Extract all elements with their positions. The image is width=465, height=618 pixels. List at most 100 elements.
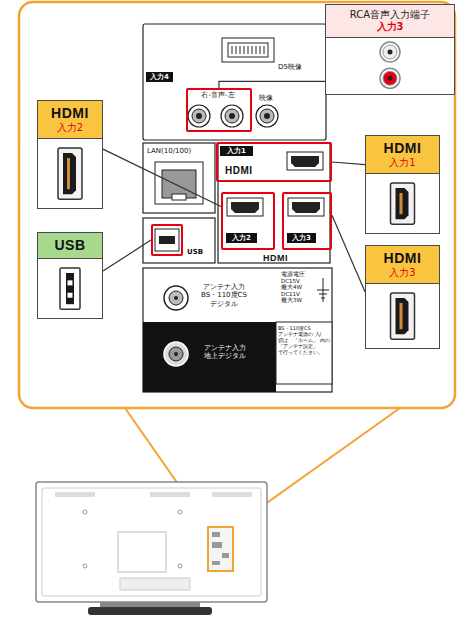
callout-subtitle: 入力1 (389, 157, 415, 169)
tv-screw (178, 564, 182, 568)
antenna-jack-ring (169, 291, 183, 305)
port-highlight: 入力1HDMI (216, 142, 332, 182)
callout-subtitle: 入力2 (57, 122, 83, 134)
usb-port-slot (159, 236, 175, 244)
hdmi-port-slot (396, 188, 409, 219)
rca-jack-ring (383, 45, 397, 59)
leader-line (103, 149, 221, 206)
hdmi-port-pins (400, 303, 403, 329)
callout-icon (38, 259, 102, 318)
hdmi-port-slot (63, 153, 76, 194)
tv-mount (118, 532, 166, 572)
callout-header: HDMI入力2 (38, 101, 102, 139)
usb-port-contact (68, 293, 73, 298)
port-label: D5映像 (278, 63, 302, 71)
callout-title: RCA音声入力端子 (350, 9, 430, 21)
callout-subtitle: 入力3 (389, 267, 415, 279)
port-caption: 入力3 (287, 233, 316, 243)
lan-jack (155, 162, 203, 204)
callout-header: HDMI入力3 (366, 246, 439, 284)
callout-box: HDMI入力2 (37, 100, 103, 209)
d5-connector (222, 38, 274, 62)
callout-header: USB (38, 233, 102, 259)
tv-terminal-area (208, 527, 233, 571)
tv-screw (83, 510, 87, 514)
hdmi-port-icon (391, 183, 415, 224)
antenna-jack-pin (174, 296, 178, 300)
terrestrial-panel (143, 322, 276, 392)
callout-subtitle: 入力3 (377, 21, 404, 33)
usb-port-contact (68, 280, 73, 285)
rca-jack-pin (229, 113, 235, 119)
tv-vent (150, 492, 190, 497)
lan-section (143, 143, 215, 213)
usb-port-slot (66, 273, 74, 304)
note-box (276, 322, 332, 384)
port-highlight: USB (151, 224, 183, 256)
hdmi-port-slot (396, 298, 409, 334)
hdmi-port (287, 152, 323, 170)
hdmi-port-pins (67, 158, 70, 189)
callout-box: USB (37, 232, 103, 319)
tv-label (120, 578, 190, 590)
rca-jack-ring (383, 71, 397, 85)
hdmi-port-icon (58, 148, 82, 199)
polarity-symbol (317, 278, 329, 302)
hdmi-port-slot (291, 156, 319, 167)
tv-back (36, 482, 267, 602)
rca-jack-icon (380, 42, 400, 62)
panel-top-section (143, 24, 326, 140)
callout-icon (326, 38, 454, 94)
usb-section (143, 218, 215, 263)
rca-jack-pin (196, 113, 202, 119)
antenna-section (143, 268, 332, 392)
callout-title: HDMI (51, 105, 89, 122)
tv-terminal (212, 532, 220, 537)
antenna-jack (164, 342, 188, 366)
callout-box: RCA音声入力端子入力3 (325, 4, 455, 95)
port-highlight: 右-音声-左 (186, 88, 252, 132)
port-logo: HDMI (225, 165, 253, 177)
antenna-jack-pin (174, 352, 178, 356)
port-caption: 入力1 (220, 146, 253, 156)
hdmi-port-slot (231, 202, 259, 213)
rca-jack-pin (388, 50, 393, 55)
callout-icon (38, 139, 102, 208)
callout-title: USB (54, 237, 85, 254)
hdmi-port-icon (391, 293, 415, 339)
callout-icon (366, 284, 439, 348)
callout-header: RCA音声入力端子入力3 (326, 5, 454, 38)
zoom-frame (19, 2, 455, 408)
callout-header: HDMI入力1 (366, 136, 439, 174)
hdmi-section (218, 143, 330, 263)
leader-line (103, 240, 151, 271)
hdmi-port (227, 198, 263, 216)
port-label: LAN(10/100) (147, 147, 191, 155)
hdmi-logo: HDMI (263, 253, 288, 264)
video-jack-pin (264, 113, 270, 119)
tv-vent (212, 492, 252, 497)
antenna-jack (164, 286, 188, 310)
lan-jack-notch (172, 194, 186, 200)
callout-box: HDMI入力1 (365, 135, 440, 234)
rca-jack-ring (225, 109, 239, 123)
tv-terminal (212, 542, 222, 548)
tv-vent (55, 492, 95, 497)
port-caption: USB (187, 248, 203, 256)
callout-title: HDMI (384, 140, 422, 157)
usb-port (155, 229, 179, 251)
leader-line (219, 81, 325, 88)
video-jack-ring (260, 109, 274, 123)
rca-jack-pin (388, 76, 393, 81)
input-tab: 入力4 (146, 72, 173, 82)
d5-connector-inner (228, 43, 268, 57)
rca-jack-ring (192, 109, 206, 123)
port-label: アンテナ入力 BS・110度CS デジタル (196, 283, 252, 308)
port-caption: 入力2 (226, 233, 257, 243)
hdmi-port (288, 198, 324, 216)
leader-line (332, 215, 365, 292)
hdmi-port-slot (292, 202, 320, 213)
port-label: 映像 (259, 94, 273, 102)
port-highlight: 入力3 (282, 192, 332, 250)
